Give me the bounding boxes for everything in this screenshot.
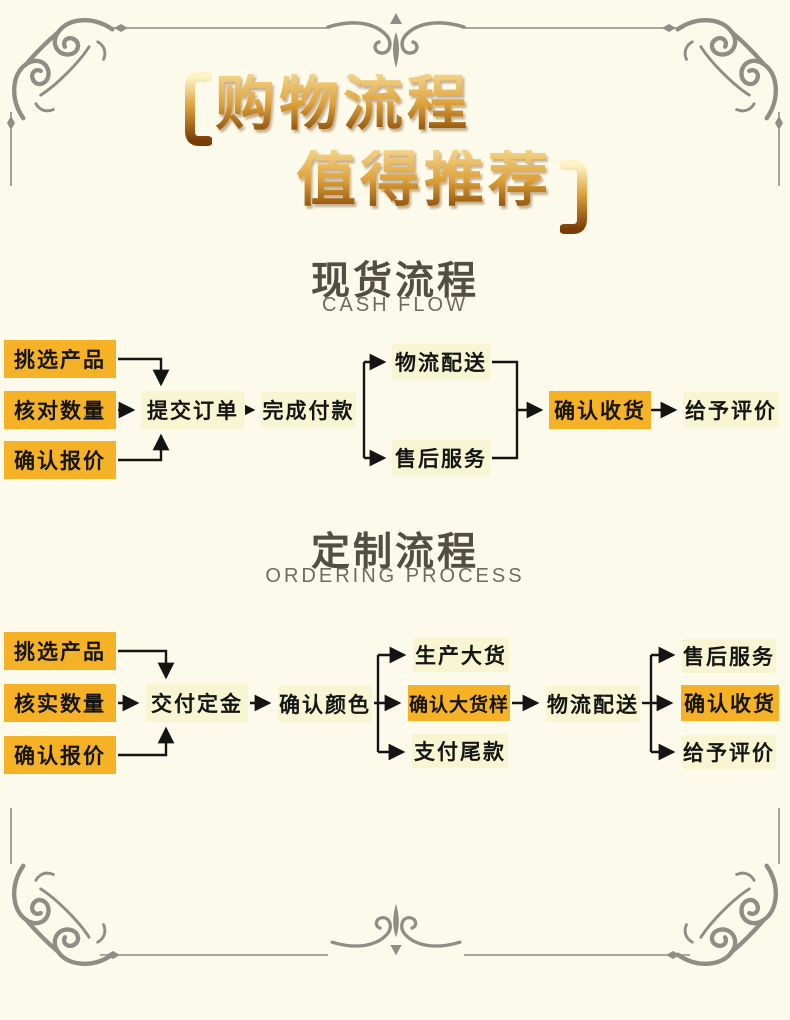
cash-node-confirm-quote: 确认报价 (4, 441, 116, 479)
corner-flourish-bottom-right-icon (675, 863, 778, 966)
center-crest-bottom-icon (330, 903, 462, 956)
border-diamond (7, 116, 15, 130)
corner-flourish-bottom-left-icon (12, 863, 115, 966)
custom-node-confirm-quote: 确认报价 (4, 736, 116, 774)
custom-flow-heading: 定制流程 (310, 531, 479, 574)
custom-node-verify-quantity: 核实数量 (4, 684, 116, 722)
cash-flow-arrows (118, 353, 678, 467)
cash-node-pick: 挑选产品 (4, 340, 116, 378)
custom-node-logistics: 物流配送 (546, 686, 640, 722)
cash-node-after-sales: 售后服务 (392, 440, 490, 476)
custom-flow-arrows (118, 646, 676, 761)
title-bracket-right-icon (560, 160, 587, 234)
custom-node-give-review: 给予评价 (682, 735, 776, 769)
center-crest-top-icon (326, 13, 466, 68)
corner-flourish-top-right-icon (675, 18, 778, 121)
cash-node-give-review: 给予评价 (683, 392, 779, 428)
border-diamond (775, 116, 783, 130)
cash-node-complete-payment: 完成付款 (261, 392, 356, 428)
custom-node-after-sales: 售后服务 (682, 639, 776, 673)
cash-flow-heading: 现货流程 (310, 260, 479, 303)
custom-node-bulk-production: 生产大货 (413, 638, 509, 672)
cash-node-submit-order: 提交订单 (141, 391, 245, 429)
main-title-line1: 购物流程 (215, 70, 471, 137)
corner-flourish-top-left-icon (12, 18, 115, 121)
cash-node-confirm-receipt: 确认收货 (549, 391, 651, 429)
border-diamond (662, 24, 676, 32)
border-diamond (114, 24, 128, 32)
custom-node-pay-balance: 支付尾款 (412, 734, 508, 768)
title-bracket-left-icon (185, 72, 212, 146)
cash-flow-subheading: CASH FLOW (322, 294, 468, 316)
main-title-line2: 值得推荐 (296, 146, 552, 213)
custom-node-confirm-receipt: 确认收货 (681, 685, 779, 721)
custom-node-pick: 挑选产品 (4, 632, 116, 670)
custom-node-confirm-color: 确认颜色 (278, 686, 372, 722)
custom-node-confirm-bulk-sample: 确认大货样 (408, 685, 510, 721)
cash-node-logistics: 物流配送 (392, 344, 490, 380)
custom-flow-subheading: ORDERING PROCESS (265, 565, 525, 587)
custom-node-pay-deposit: 交付定金 (146, 684, 248, 722)
cash-node-check-quantity: 核对数量 (4, 391, 116, 429)
